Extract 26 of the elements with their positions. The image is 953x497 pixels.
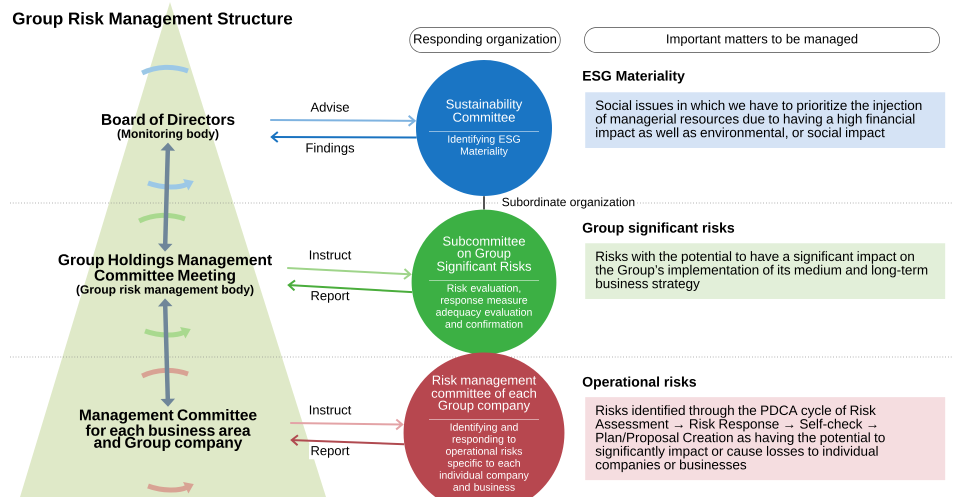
edge-label: Instruct	[307, 404, 353, 416]
organization-label: Management Committee for each business area and Group company	[80, 409, 257, 451]
section-heading: Group significant risks	[582, 222, 734, 236]
description-box: Risks with the potential to have a significant impact on the Group’s implementation of its medium and long-term business strategy	[585, 243, 946, 299]
edge-label: Subordinate organization	[500, 196, 637, 210]
arrow	[270, 131, 416, 143]
header-pill: Responding organization	[409, 27, 561, 53]
edge-label: Report	[309, 444, 352, 460]
arrow	[290, 434, 404, 446]
arrow	[287, 280, 412, 294]
edge-label: Advise	[309, 100, 352, 114]
description-box: Risks identified through the PDCA cycle of Risk Assessment → Risk Response → Self-check → Plan/Proposal Creation as having the potential to significantly impact or cause losses to individual companies or businesses	[585, 397, 946, 480]
section-heading: Operational risks	[582, 376, 696, 390]
edge-label: Instruct	[307, 248, 353, 262]
arrow	[290, 418, 404, 430]
header-pill: Important matters to be managed	[584, 27, 940, 53]
organization-label: Group Holdings Management Committee Meeting (Group risk management body)	[58, 254, 272, 296]
arrow	[270, 115, 416, 127]
connector-line	[483, 196, 485, 210]
description-box: Social issues in which we have to prioritize the injection of managerial resources due to having a high financial impact as well as environmental, or social impact	[585, 92, 946, 148]
edge-label: Findings	[304, 141, 356, 157]
arrow	[287, 266, 412, 280]
section-heading: ESG Materiality	[583, 70, 685, 84]
title: Group Risk Management Structure	[12, 12, 292, 28]
organization-label: Board of Directors (Monitoring body)	[102, 114, 234, 140]
edge-label: Report	[309, 290, 352, 304]
